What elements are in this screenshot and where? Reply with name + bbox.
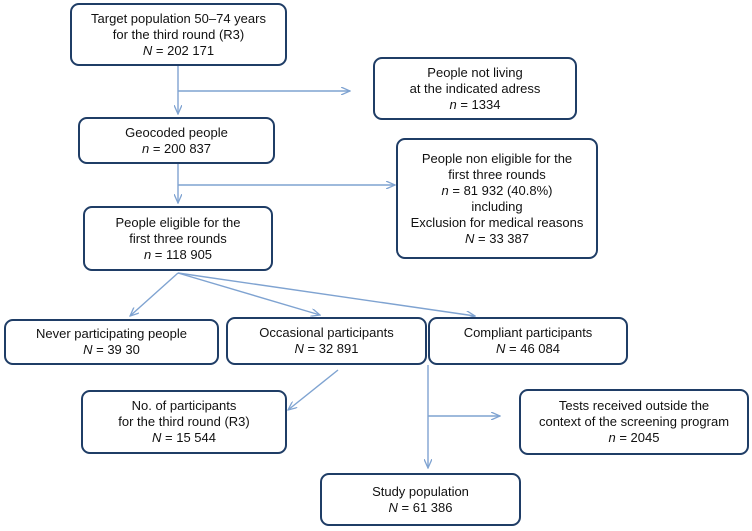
- geocoded-box: Geocoded people n = 200 837: [78, 117, 275, 164]
- box-count: n = 2045: [609, 430, 660, 446]
- box-text-line: including: [471, 198, 523, 214]
- count-symbol: N: [465, 230, 475, 246]
- count-symbol: n: [143, 246, 152, 262]
- box-count: N = 46 084: [496, 341, 560, 357]
- count-symbol: N: [142, 42, 153, 58]
- box-text-line: for the third round (R3): [112, 26, 245, 42]
- count-value: = 2045: [615, 430, 660, 445]
- count-value: = 200 837: [149, 140, 212, 156]
- count-symbol: n: [449, 96, 457, 112]
- box-text-line: Geocoded people: [125, 124, 228, 140]
- eligible-box: People eligible for the first three roun…: [83, 206, 273, 271]
- count-symbol: N: [83, 342, 93, 357]
- box-text-line: Compliant participants: [463, 325, 593, 340]
- study-population-box: Study population N = 61 386: [320, 473, 521, 526]
- target-population-box: Target population 50–74 years for the th…: [70, 3, 287, 66]
- count-symbol: N: [496, 341, 506, 356]
- box-count: N = 15 544: [152, 430, 216, 446]
- count-symbol: n: [141, 140, 150, 156]
- count-value: = 202 171: [152, 42, 215, 58]
- box-count: N = 32 891: [295, 341, 359, 357]
- count-value: = 81 932 (40.8%): [448, 182, 553, 198]
- box-count: n = 118 905: [144, 247, 212, 263]
- box-text-line: at the indicated adress: [409, 80, 541, 96]
- outside-program-tests-box: Tests received outside the context of th…: [519, 389, 749, 455]
- count-value: = 32 891: [303, 341, 359, 356]
- box-count: N = 61 386: [389, 500, 453, 516]
- box-count: N = 202 171: [143, 43, 214, 59]
- box-text-line: Exclusion for medical reasons: [410, 214, 584, 230]
- box-text-line: Study population: [372, 483, 469, 499]
- occasional-participants-box: Occasional participants N = 32 891: [226, 317, 427, 365]
- arrow-to-third-round: [288, 369, 339, 410]
- box-text-line: People eligible for the: [115, 214, 241, 230]
- count-value: = 1334: [456, 96, 501, 112]
- box-count: n = 1334: [450, 97, 501, 113]
- arrow-to-never: [130, 272, 179, 316]
- never-participating-box: Never participating people N = 39 30: [4, 319, 219, 365]
- count-symbol: n: [441, 182, 449, 198]
- box-text-line: first three rounds: [129, 230, 227, 246]
- box-text-line: Never participating people: [35, 326, 188, 341]
- arrow-to-occasional: [177, 272, 320, 315]
- third-round-participants-box: No. of participants for the third round …: [81, 390, 287, 454]
- count-value: = 15 544: [161, 430, 216, 445]
- box-count: N = 39 30: [83, 342, 140, 358]
- box-text-line: People not living: [427, 64, 523, 80]
- count-symbol: N: [388, 499, 398, 515]
- box-text-line: context of the screening program: [538, 414, 730, 429]
- box-count: n = 200 837: [142, 141, 211, 157]
- not-living-box: People not living at the indicated adres…: [373, 57, 577, 120]
- box-text-line: No. of participants: [131, 398, 237, 413]
- count-value: = 61 386: [397, 499, 453, 515]
- box-text-line: Target population 50–74 years: [91, 10, 266, 26]
- count-value: = 46 084: [505, 341, 560, 356]
- box-text-line: People non eligible for the: [421, 150, 573, 166]
- non-eligible-box: People non eligible for the first three …: [396, 138, 598, 259]
- box-count: n = 81 932 (40.8%): [442, 183, 553, 199]
- count-symbol: N: [152, 430, 162, 445]
- box-text-line: Tests received outside the: [558, 398, 710, 413]
- count-symbol: n: [608, 430, 616, 445]
- compliant-participants-box: Compliant participants N = 46 084: [428, 317, 628, 365]
- arrow-to-compliant: [177, 272, 475, 316]
- count-value: = 33 387: [474, 230, 529, 246]
- count-symbol: N: [294, 341, 304, 356]
- box-text-line: Occasional participants: [259, 325, 394, 340]
- count-value: = 118 905: [151, 246, 213, 262]
- count-value: = 39 30: [92, 342, 140, 357]
- box-text-line: first three rounds: [448, 166, 546, 182]
- box-text-line: for the third round (R3): [118, 414, 250, 429]
- box-count: N = 33 387: [465, 231, 529, 247]
